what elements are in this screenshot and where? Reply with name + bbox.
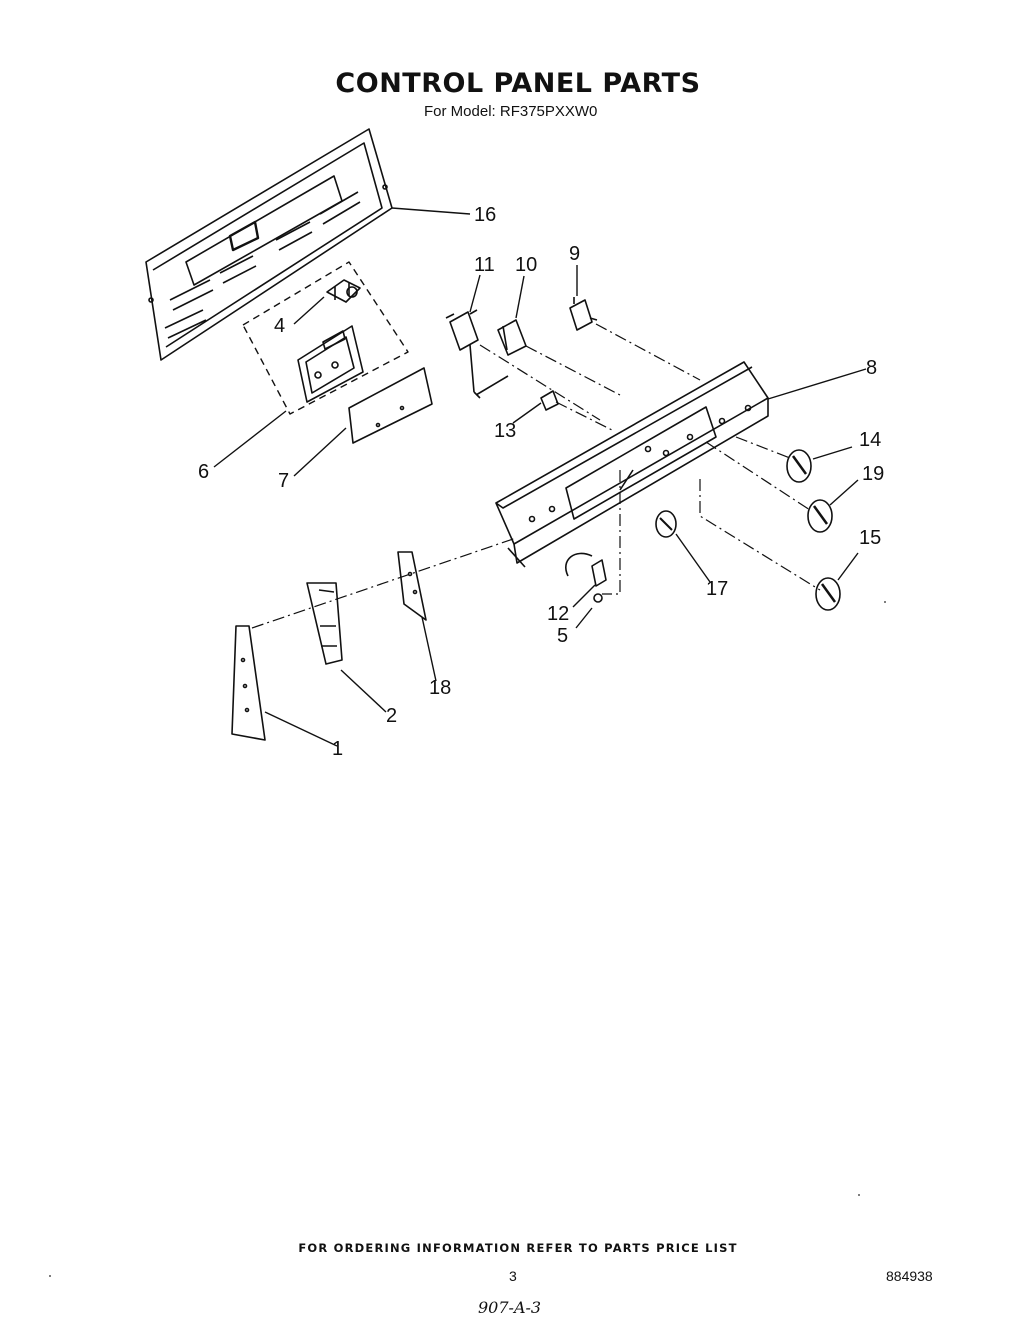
callout-12: 12 [547,603,569,625]
callout-5: 5 [557,625,568,647]
callout-2: 2 [386,705,397,727]
part-18-bracket [397,551,427,621]
callout-16: 16 [474,204,496,226]
callout-19: 19 [862,463,884,485]
callout-11: 11 [474,254,495,276]
leader-lines [213,207,867,747]
part-4-clip [326,279,361,303]
callout-10: 10 [515,254,537,276]
callout-18: 18 [429,677,451,699]
part-19-knob [807,499,833,533]
callout-15: 15 [859,527,881,549]
part-7-overlay [348,367,433,444]
callout-14: 14 [859,429,881,451]
callout-9: 9 [569,243,580,265]
assembly-lines [251,323,821,629]
page-title: CONTROL PANEL PARTS [335,68,701,99]
part-6-clock-assembly [242,261,409,415]
part-12-lamp-socket [565,552,607,603]
part-15-knob [815,577,841,611]
part-17-knob [655,510,677,538]
handwritten-code: 907-A-3 [478,1298,542,1317]
callout-1: 1 [332,738,343,760]
callout-labels: 16 11 10 9 4 8 13 14 19 6 7 15 17 12 5 1… [198,204,884,760]
ordering-note: FOR ORDERING INFORMATION REFER TO PARTS … [298,1241,738,1255]
part-2-end-cap [306,582,343,665]
scan-specks [49,601,886,1277]
callout-8: 8 [866,357,877,379]
callout-7: 7 [278,470,289,492]
page-number: 3 [509,1268,517,1284]
callout-13: 13 [494,420,516,442]
part-10-relay [497,319,527,356]
part-8-control-panel [495,361,769,568]
callout-6: 6 [198,461,209,483]
document-number: 884938 [886,1268,933,1284]
model-subtitle: For Model: RF375PXXW0 [424,103,598,120]
part-9-switch [569,297,598,331]
callout-4: 4 [274,315,285,337]
part-13-component [540,390,559,411]
part-14-knob [786,449,812,483]
callout-17: 17 [706,578,728,600]
part-11-switch [445,309,509,399]
part-1-side-trim [231,625,266,741]
part-16-backguard [145,128,393,361]
